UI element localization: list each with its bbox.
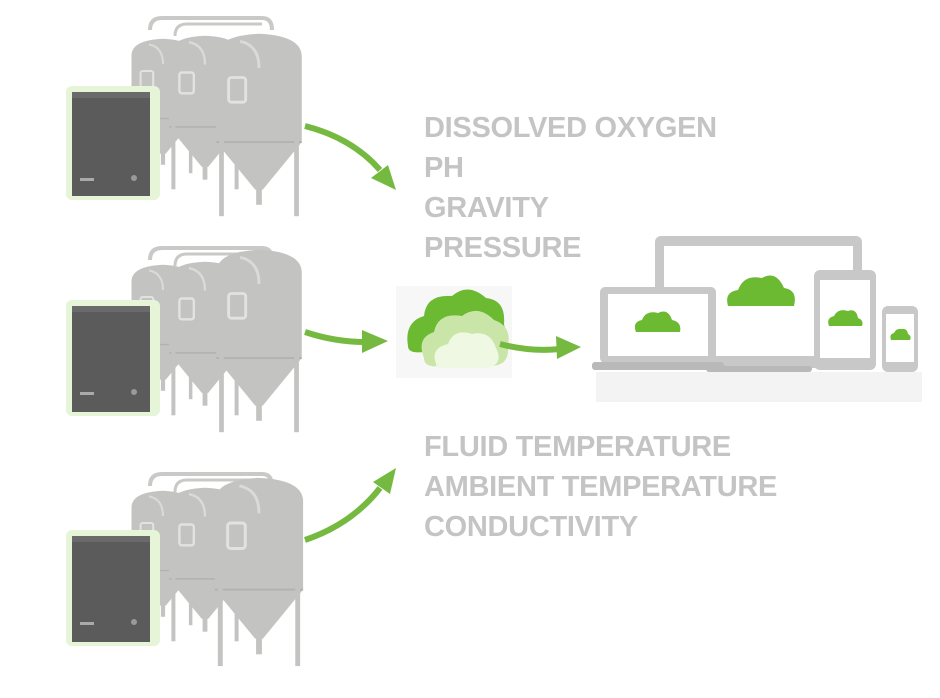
measurement-label: PRESSURE [424,232,582,264]
flow-arrow-icon [371,165,396,190]
flow-arrow-icon [304,329,366,345]
cloud-icon [727,275,795,306]
measurement-list-top: DISSOLVED OXYGEN PH GRAVITY PRESSURE [424,108,717,268]
devices-group [592,236,922,402]
measurement-label: GRAVITY [424,192,549,224]
flow-arrow-icon [556,336,581,359]
fermenter-row-middle [66,246,388,434]
sensor-device-icon [66,86,160,200]
cloud-icon [634,311,681,332]
phone-icon [882,306,918,372]
fermenter-tank-icon [213,476,305,668]
flow-arrow-icon [373,468,396,494]
fermenter-tank-icon [214,248,304,434]
laptop-icon [592,287,724,370]
flow-arrow-icon [304,486,383,543]
measurement-label: DISSOLVED OXYGEN [424,112,717,144]
measurement-label: CONDUCTIVITY [424,511,638,543]
cloud-icon [890,328,911,340]
sensor-device-icon [66,530,160,646]
fermenter-row-bottom [66,468,396,668]
cloud-icon [828,310,863,326]
measurement-label: FLUID TEMPERATURE [424,431,731,463]
fermenter-tank-icon [214,32,304,218]
flow-arrow-icon [499,341,561,353]
tablet-icon [814,270,876,370]
cloud-icon [396,286,512,378]
sensor-device-icon [66,300,160,416]
measurement-label: AMBIENT TEMPERATURE [424,471,778,503]
flow-arrow-icon [362,330,388,353]
measurement-label: PH [424,152,464,184]
fermenter-row-top [66,16,396,218]
flow-arrow-icon [304,123,383,172]
measurement-list-bottom: FLUID TEMPERATURE AMBIENT TEMPERATURE CO… [424,427,777,547]
